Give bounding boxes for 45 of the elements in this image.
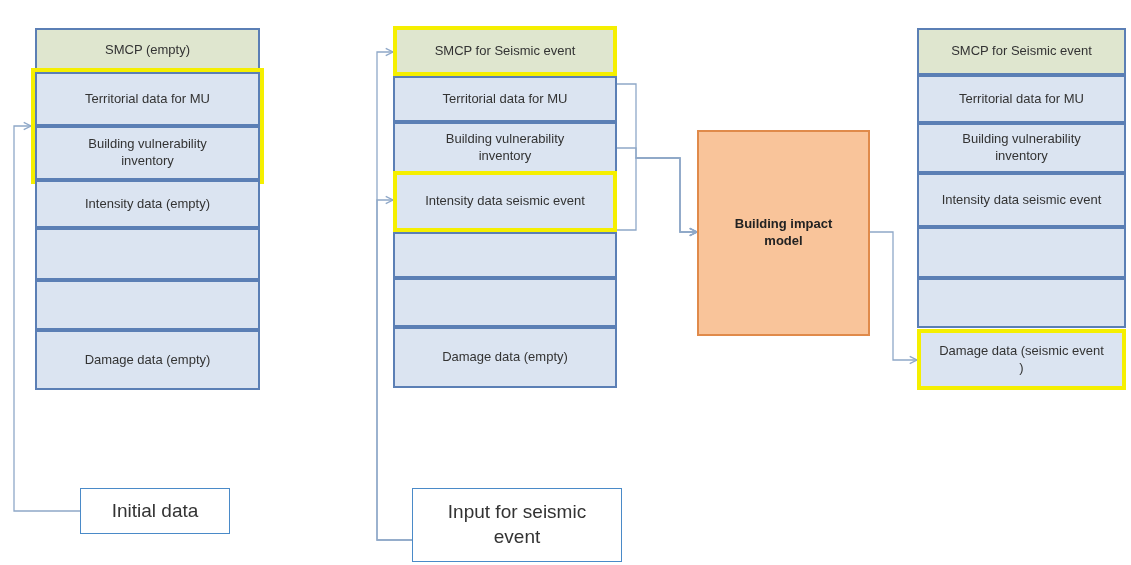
- cell-label: SMCP for Seismic event: [433, 42, 577, 60]
- data-cell: [393, 122, 617, 173]
- input-box: [80, 488, 230, 534]
- data-cell: [917, 329, 1126, 390]
- highlight-frame: [31, 68, 264, 184]
- header-cell: [393, 26, 617, 76]
- cell-label: Damage data (empty): [441, 349, 569, 366]
- empty-cell: [393, 232, 617, 278]
- data-cell: [917, 75, 1126, 123]
- empty-cell: [393, 278, 617, 327]
- data-cell: [917, 123, 1126, 173]
- connector-arrow: [869, 231, 918, 365]
- cell-label: Intensity data (empty): [84, 195, 211, 213]
- cell-label: Building vulnerability inventory: [87, 136, 208, 170]
- data-cell: [35, 72, 260, 126]
- process-box: [697, 130, 870, 336]
- input-box: [412, 488, 622, 562]
- data-cell: [393, 327, 617, 388]
- cell-label: Intensity data seismic event: [424, 193, 586, 210]
- cell-label: Intensity data seismic event: [940, 191, 1103, 209]
- cell-label: Territorial data for MU: [84, 90, 211, 108]
- cell-label: SMCP (empty): [104, 41, 191, 59]
- header-cell: [917, 28, 1126, 75]
- data-cell: [393, 76, 617, 122]
- cell-label: Territorial data for MU: [441, 90, 569, 108]
- data-cell: [35, 126, 260, 180]
- data-cell: [917, 173, 1126, 227]
- data-cell: [35, 330, 260, 390]
- input-label: Initial data: [110, 498, 200, 523]
- model-label: Building impact model: [733, 216, 834, 250]
- connector-arrow: [13, 121, 81, 512]
- empty-cell: [35, 280, 260, 330]
- cell-label: Damage data (empty): [83, 351, 212, 369]
- cell-label: Building vulnerability inventory: [444, 130, 566, 165]
- data-cell: [393, 171, 617, 232]
- empty-cell: [917, 278, 1126, 328]
- cell-label: Damage data (seismic event ): [938, 342, 1105, 377]
- cell-label: Territorial data for MU: [958, 90, 1085, 108]
- input-label: Input for seismic event: [446, 500, 588, 549]
- empty-cell: [35, 228, 260, 280]
- cell-label: SMCP for Seismic event: [950, 43, 1093, 60]
- data-cell: [35, 180, 260, 228]
- connector-arrow: [376, 195, 413, 541]
- cell-label: Building vulnerability inventory: [961, 131, 1082, 165]
- empty-cell: [917, 227, 1126, 278]
